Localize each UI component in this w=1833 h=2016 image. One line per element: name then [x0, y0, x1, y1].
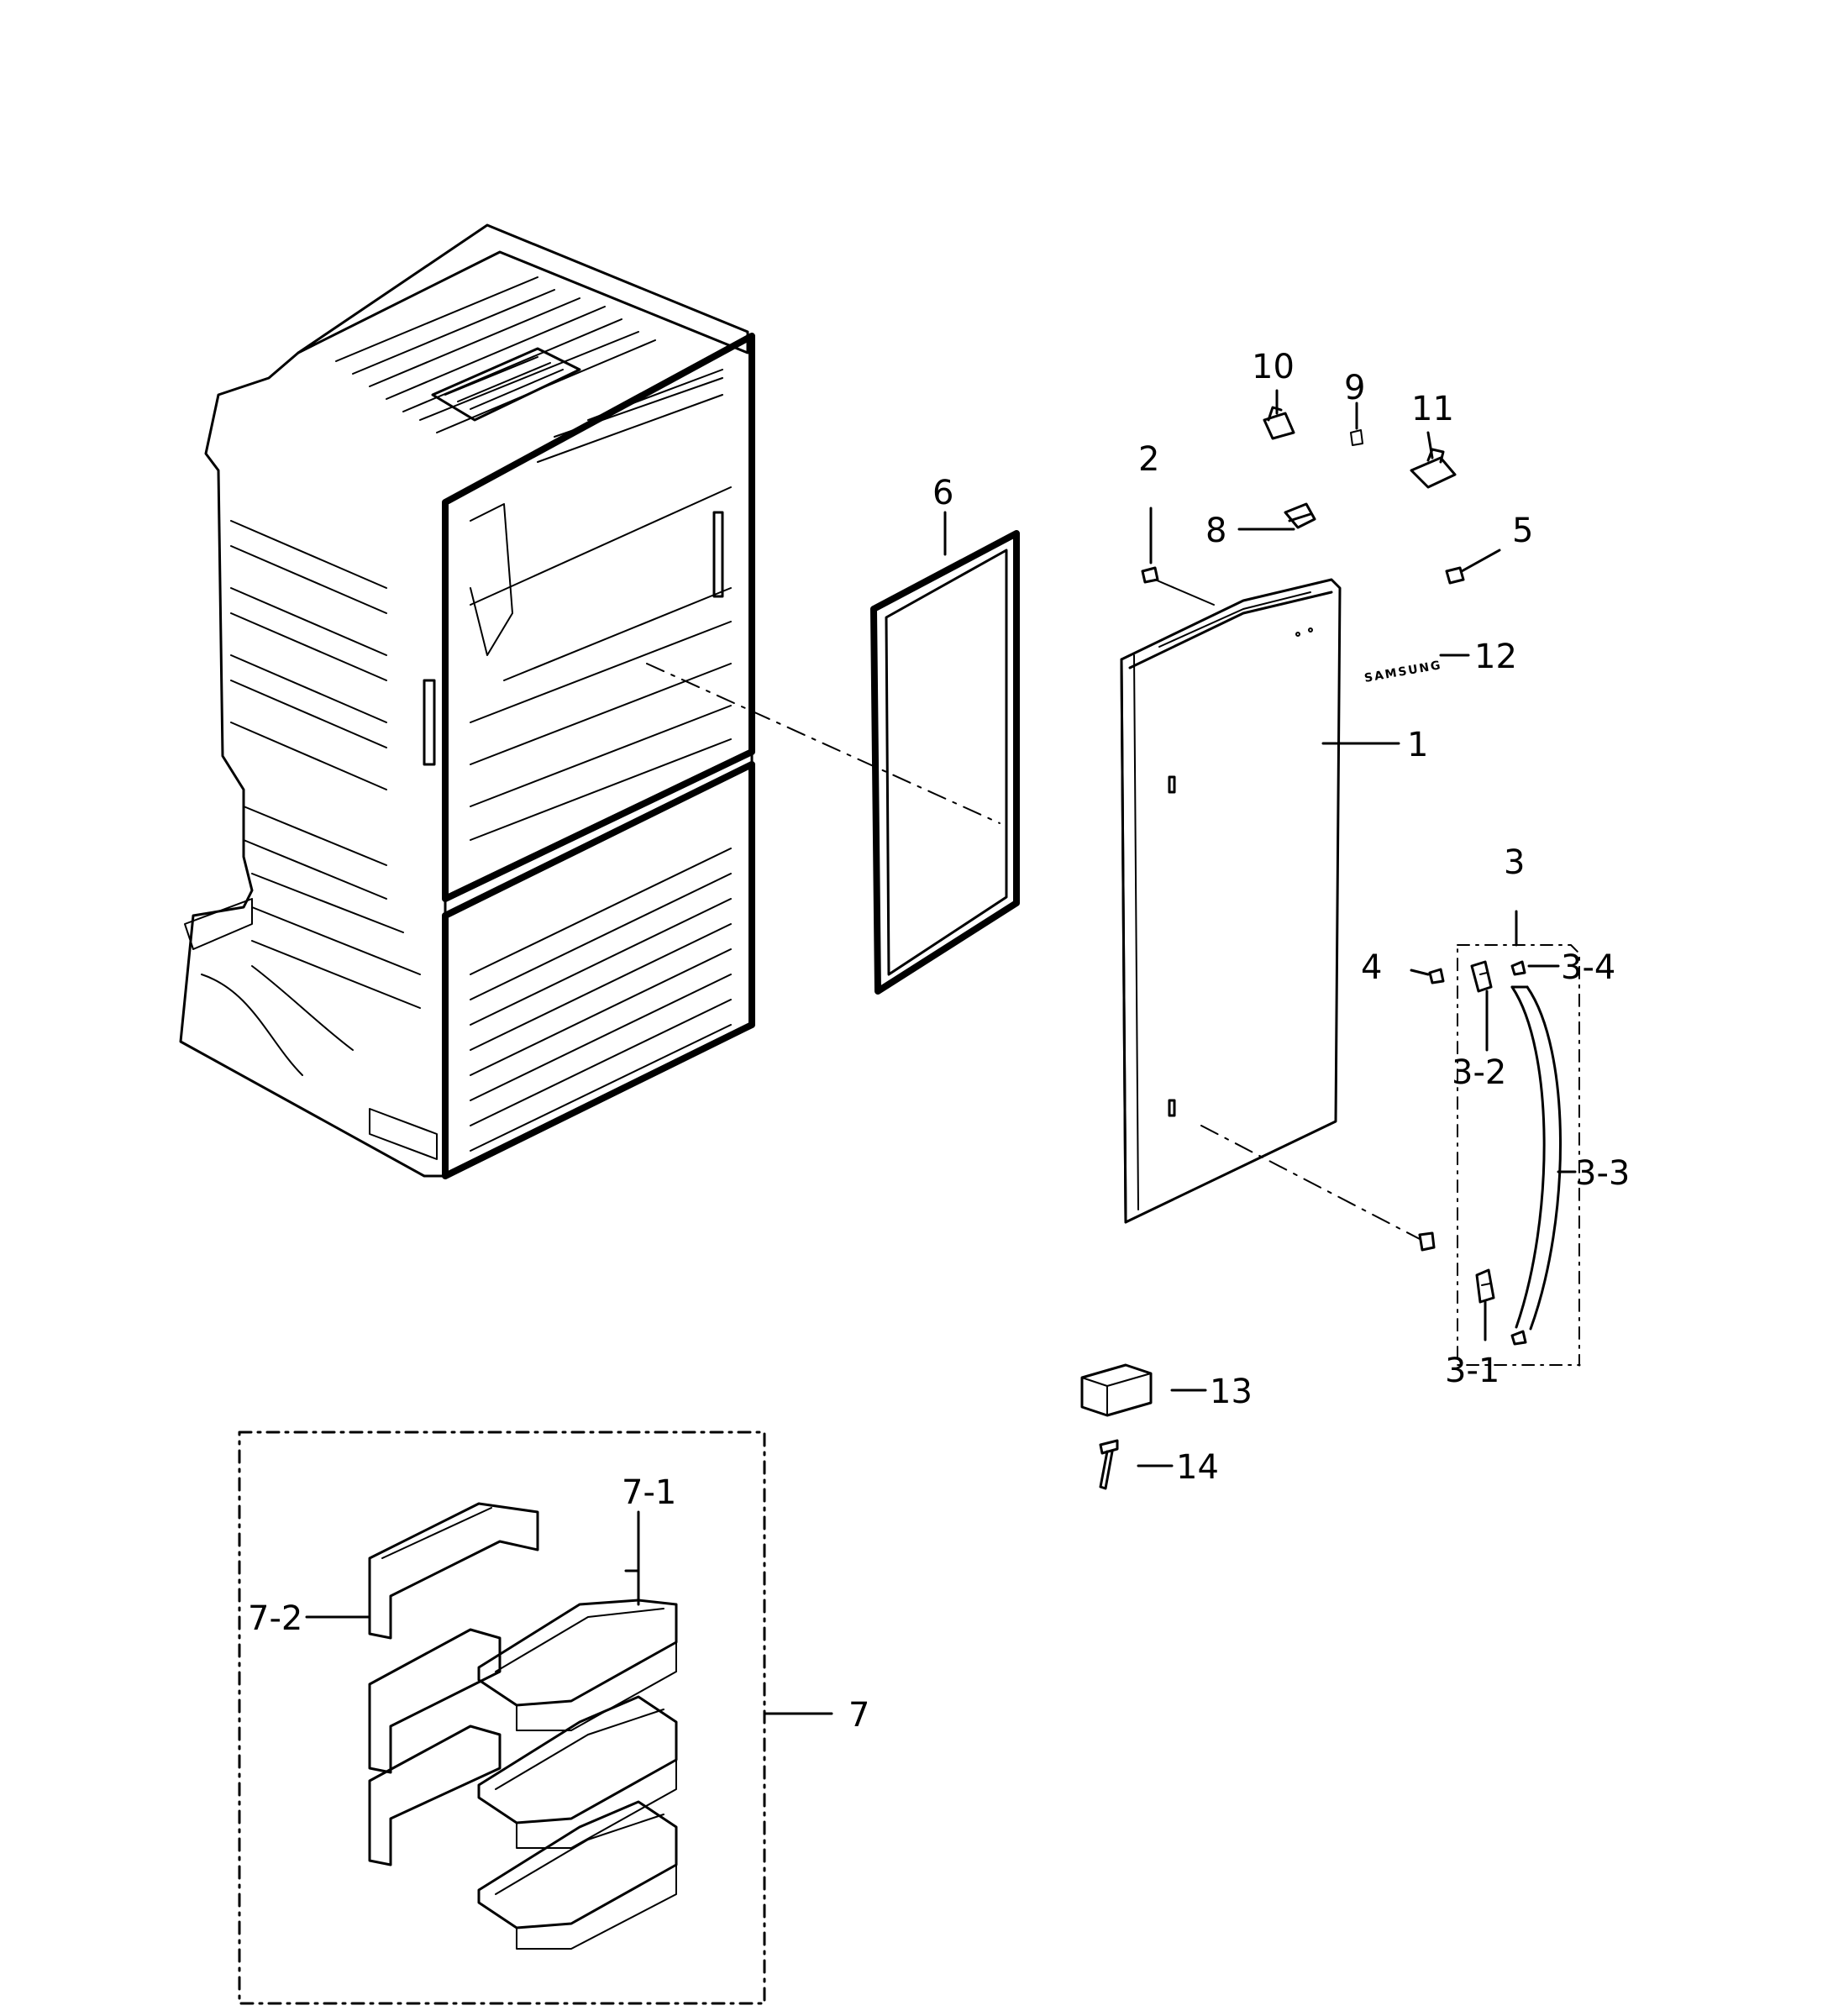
callout-7-2: 7-2 — [248, 1599, 302, 1638]
callout-14: 14 — [1176, 1448, 1219, 1487]
part-14-screw — [1099, 1439, 1119, 1490]
callout-8: 8 — [1205, 512, 1226, 550]
refrigerator-door — [1120, 578, 1342, 1224]
callout-10: 10 — [1252, 348, 1295, 386]
callout-13: 13 — [1210, 1373, 1253, 1411]
door-bin-covers — [368, 1502, 539, 1866]
leader-cabinet-gasket — [646, 663, 1001, 824]
door-bins-kit-box — [238, 1431, 766, 2005]
part-2-cap — [1141, 566, 1215, 606]
callout-3-4: 3-4 — [1561, 948, 1615, 987]
handle-screw — [1418, 1231, 1436, 1252]
callout-4: 4 — [1361, 948, 1382, 987]
callout-1: 1 — [1407, 726, 1428, 764]
leader-lines — [305, 389, 1581, 1715]
part-10-bracket — [1263, 406, 1295, 440]
door-gasket — [870, 530, 1020, 995]
part-9-clip — [1350, 429, 1363, 446]
part-8-hinge-cover — [1284, 502, 1316, 529]
callout-3: 3 — [1504, 843, 1525, 882]
callout-5: 5 — [1512, 512, 1533, 550]
handle-assembly — [1428, 910, 1580, 1366]
part-11-hinge — [1410, 448, 1457, 489]
callout-6: 6 — [932, 474, 953, 512]
samsung-logo-badge: SAMSUNG — [1363, 659, 1443, 685]
refrigerator-cabinet — [179, 223, 755, 1179]
callout-labels: 6 2 8 10 9 11 5 12 1 3 4 3-4 3-2 3-3 3-1… — [248, 348, 1630, 1735]
leader-door-handle-screw — [1200, 1125, 1421, 1240]
callout-3-1: 3-1 — [1445, 1352, 1499, 1390]
callout-3-2: 3-2 — [1452, 1053, 1506, 1092]
callout-7: 7 — [848, 1696, 869, 1735]
callout-2: 2 — [1138, 440, 1159, 479]
samsung-logo-text: SAMSUNG — [1363, 659, 1443, 685]
part-13-box — [1080, 1363, 1153, 1417]
part-5-cap — [1445, 566, 1465, 585]
callout-3-3: 3-3 — [1575, 1154, 1630, 1193]
callout-12: 12 — [1474, 638, 1517, 676]
callout-7-1: 7-1 — [622, 1473, 676, 1512]
callout-11: 11 — [1411, 390, 1454, 428]
callout-9: 9 — [1344, 369, 1365, 407]
door-bins — [477, 1569, 678, 1950]
